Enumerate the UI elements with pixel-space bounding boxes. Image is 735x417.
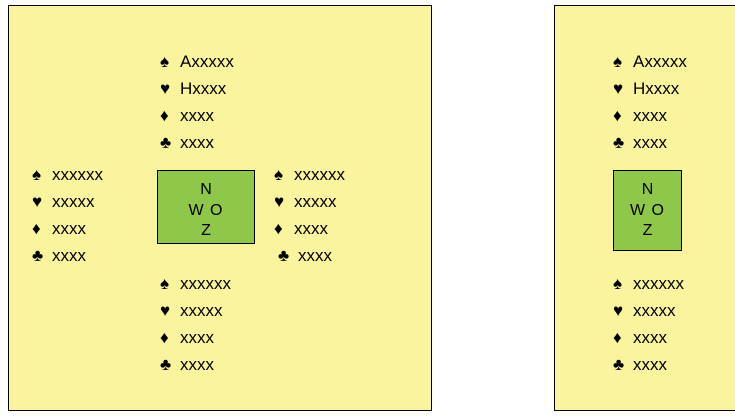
spade-icon: ♠ [160, 52, 170, 71]
spades-holding: ♠ Axxxxx [613, 48, 687, 75]
diamonds-holding: ♦ xxxx [160, 324, 231, 351]
heart-icon: ♥ [613, 79, 624, 98]
south-hand: ♠ xxxxxx ♥ xxxxx ♦ xxxx ♣ xxxx [160, 270, 231, 378]
diamond-icon: ♦ [32, 219, 41, 238]
right-deal-board: ♠ Axxxxx ♥ Hxxxx ♦ xxxx ♣ xxxx N W O Z ♠ xxxx… [554, 5, 735, 411]
club-icon: ♣ [160, 133, 172, 152]
hearts-cards: xxxxx [294, 192, 337, 211]
spade-icon: ♠ [613, 52, 623, 71]
spades-cards: xxxxxx [180, 274, 231, 293]
north-hand: ♠ Axxxxx ♥ Hxxxx ♦ xxxx ♣ xxxx [613, 48, 687, 156]
diamonds-cards: xxxx [52, 219, 86, 238]
spades-cards: Axxxxx [180, 52, 234, 71]
diamonds-cards: xxxx [633, 328, 667, 347]
diamonds-holding: ♦ xxxx [613, 102, 687, 129]
clubs-cards: xxxx [180, 355, 214, 374]
hearts-cards: xxxxx [180, 301, 223, 320]
heart-icon: ♥ [160, 79, 171, 98]
clubs-cards: xxxx [180, 133, 214, 152]
heart-icon: ♥ [613, 301, 624, 320]
north-hand: ♠ Axxxxx ♥ Hxxxx ♦ xxxx ♣ xxxx [160, 48, 234, 156]
clubs-cards: xxxx [633, 133, 667, 152]
hearts-holding: ♥ xxxxx [274, 188, 345, 215]
spade-icon: ♠ [274, 165, 284, 184]
heart-icon: ♥ [160, 301, 171, 320]
compass-north: N [200, 181, 212, 198]
diamonds-cards: xxxx [180, 328, 214, 347]
spades-holding: ♠ xxxxxx [274, 161, 345, 188]
diamonds-holding: ♦ xxxx [274, 215, 345, 242]
diamonds-holding: ♦ xxxx [160, 102, 234, 129]
diamonds-cards: xxxx [180, 106, 214, 125]
spades-holding: ♠ xxxxxx [613, 270, 684, 297]
club-icon: ♣ [613, 133, 625, 152]
clubs-cards: xxxx [633, 355, 667, 374]
club-icon: ♣ [32, 246, 44, 265]
compass-north: N [641, 181, 654, 198]
east-hand: ♠xxxxxx ♥xxxxx ♦xxxx ♣xxxx [274, 161, 345, 269]
diamond-icon: ♦ [274, 219, 283, 238]
clubs-cards: xxxx [298, 246, 332, 265]
compass-west-east: W O [188, 202, 224, 219]
diamonds-holding: ♦ xxxx [613, 324, 684, 351]
hearts-cards: xxxxx [633, 301, 676, 320]
compass-box: N W O Z [613, 170, 682, 251]
hearts-cards: xxxxx [52, 192, 95, 211]
left-deal-board: ♠Axxxxx ♥Hxxxx ♦xxxx ♣xxxx ♠xxxxxx ♥xxxx… [8, 5, 432, 411]
diamonds-cards: xxxx [294, 219, 328, 238]
diamond-icon: ♦ [613, 106, 622, 125]
spades-holding: ♠ xxxxxx [160, 270, 231, 297]
spades-holding: ♠ Axxxxx [160, 48, 234, 75]
club-icon: ♣ [613, 355, 625, 374]
hearts-cards: Hxxxx [633, 79, 680, 98]
clubs-holding: ♣ xxxx [32, 242, 103, 269]
spades-cards: xxxxxx [294, 165, 345, 184]
spade-icon: ♠ [613, 274, 623, 293]
spade-icon: ♠ [160, 274, 170, 293]
spades-cards: Axxxxx [633, 52, 687, 71]
hearts-holding: ♥ Hxxxx [160, 75, 234, 102]
diamonds-holding: ♦ xxxx [32, 215, 103, 242]
compass-west-east: W O [630, 202, 665, 219]
heart-icon: ♥ [274, 192, 285, 211]
hearts-holding: ♥ xxxxx [160, 297, 231, 324]
south-hand: ♠ xxxxxx ♥ xxxxx ♦ xxxx ♣ xxxx [613, 270, 684, 378]
spades-cards: xxxxxx [633, 274, 684, 293]
club-icon: ♣ [278, 246, 290, 265]
clubs-holding: ♣ xxxx [160, 129, 234, 156]
clubs-holding: ♣ xxxx [613, 129, 687, 156]
compass-south: Z [642, 222, 653, 239]
spades-holding: ♠ xxxxxx [32, 161, 103, 188]
compass-box: N W O Z [157, 170, 255, 244]
clubs-holding: ♣ xxxx [160, 351, 231, 378]
diamonds-cards: xxxx [633, 106, 667, 125]
heart-icon: ♥ [32, 192, 43, 211]
compass-south: Z [201, 222, 211, 239]
hearts-holding: ♥ xxxxx [613, 297, 684, 324]
clubs-cards: xxxx [52, 246, 86, 265]
clubs-holding: ♣ xxxx [613, 351, 684, 378]
hearts-cards: Hxxxx [180, 79, 227, 98]
hearts-holding: ♥ xxxxx [32, 188, 103, 215]
hearts-holding: ♥ Hxxxx [613, 75, 687, 102]
spades-cards: xxxxxx [52, 165, 103, 184]
club-icon: ♣ [160, 355, 172, 374]
spade-icon: ♠ [32, 165, 42, 184]
diamond-icon: ♦ [160, 106, 169, 125]
diamond-icon: ♦ [613, 328, 622, 347]
clubs-holding: ♣ xxxx [274, 242, 345, 269]
west-hand: ♠ xxxxxx ♥ xxxxx ♦ xxxx ♣ xxxx [32, 161, 103, 269]
diamond-icon: ♦ [160, 328, 169, 347]
